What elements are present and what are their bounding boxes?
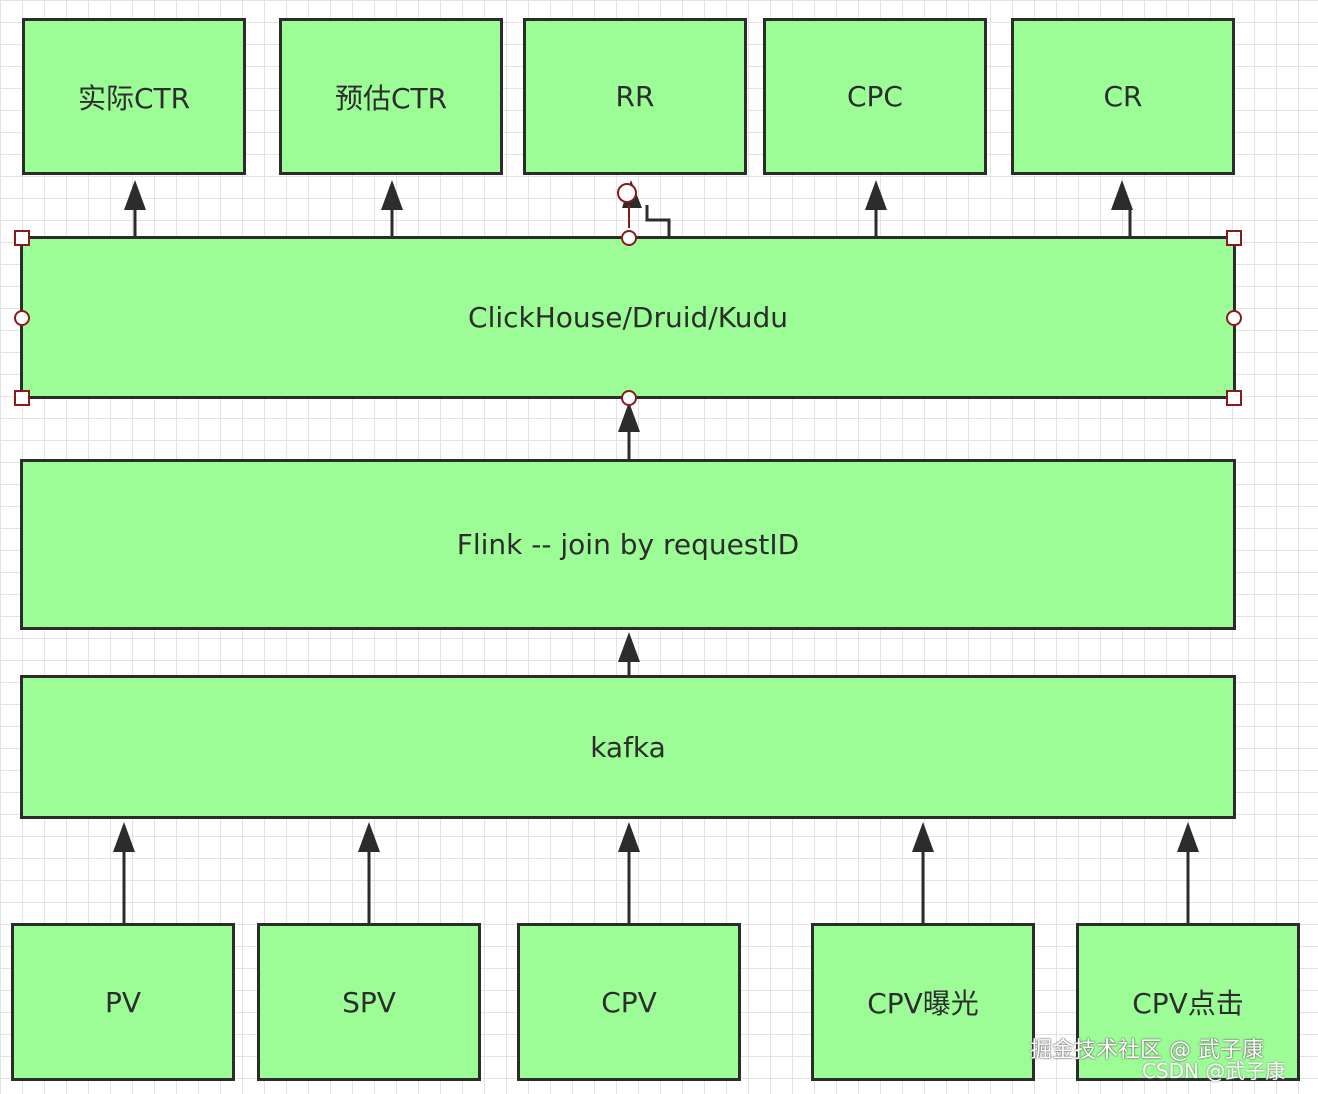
arrow-storage-to-cr[interactable] xyxy=(1111,180,1133,238)
source-pv-label: PV xyxy=(104,985,142,1019)
processing-label: Flink -- join by requestID xyxy=(456,528,800,561)
queue-box[interactable]: kafka xyxy=(20,675,1236,819)
arrow-kafka-to-flink[interactable] xyxy=(618,632,640,676)
arrow-cpv-exposure-to-kafka[interactable] xyxy=(912,822,934,924)
metric-cpc-label: CPC xyxy=(847,80,903,113)
arrow-pv-to-kafka[interactable] xyxy=(113,822,135,924)
metric-predicted-ctr-label: 预估CTR xyxy=(334,81,448,115)
processing-box[interactable]: Flink -- join by requestID xyxy=(20,459,1236,630)
source-cpv-click-label: CPV点击 xyxy=(1132,987,1244,1020)
arrow-cpv-click-to-kafka[interactable] xyxy=(1177,822,1199,924)
arrow-cpv-to-kafka[interactable] xyxy=(618,822,640,924)
metric-actual-ctr-label: 实际CTR xyxy=(77,81,191,115)
metric-actual-ctr[interactable]: 实际CTR xyxy=(22,18,246,175)
source-spv[interactable]: SPV xyxy=(257,923,481,1081)
source-pv[interactable]: PV xyxy=(11,923,235,1081)
metric-cpc[interactable]: CPC xyxy=(763,18,987,175)
metric-rr-label: RR xyxy=(615,80,655,113)
metric-cr[interactable]: CR xyxy=(1011,18,1235,175)
arrow-endpoint-handle[interactable] xyxy=(617,183,637,203)
source-cpv-exposure-label: CPV曝光 xyxy=(867,987,979,1020)
watermark-juejin: 掘金技术社区 @ 武子康 xyxy=(1030,1038,1264,1063)
metric-rr[interactable]: RR xyxy=(523,18,747,175)
arrow-flink-to-storage[interactable] xyxy=(618,402,640,460)
source-cpv-exposure[interactable]: CPV曝光 xyxy=(811,923,1035,1081)
arrow-spv-to-kafka[interactable] xyxy=(358,822,380,924)
watermark-csdn: CSDN @武子康 xyxy=(1142,1059,1286,1083)
arrow-storage-to-actual-ctr[interactable] xyxy=(124,180,146,238)
storage-label: ClickHouse/Druid/Kudu xyxy=(468,301,788,334)
queue-label: kafka xyxy=(590,730,666,764)
metric-cr-label: CR xyxy=(1103,80,1143,113)
metric-predicted-ctr[interactable]: 预估CTR xyxy=(279,18,503,175)
storage-box[interactable]: ClickHouse/Druid/Kudu xyxy=(20,236,1236,399)
source-cpv[interactable]: CPV xyxy=(517,923,741,1081)
arrow-storage-to-rr[interactable] xyxy=(622,180,671,238)
arrow-storage-to-predicted-ctr[interactable] xyxy=(381,180,403,238)
arrow-storage-to-cpc[interactable] xyxy=(865,180,887,238)
source-cpv-label: CPV xyxy=(601,985,657,1019)
source-spv-label: SPV xyxy=(342,985,396,1019)
